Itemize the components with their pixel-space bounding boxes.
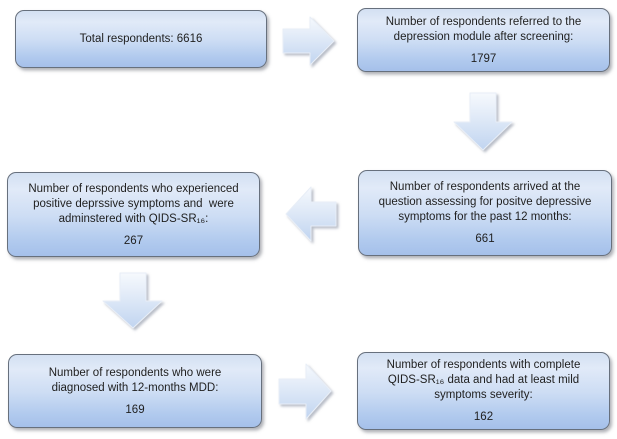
flow-box-arrived-at-assessment-question: Number of respondents arrived at the que… bbox=[358, 170, 612, 256]
flow-box-text: Number of respondents with complete QIDS… bbox=[386, 359, 581, 401]
flow-box-text: Number of respondents who were diagnosed… bbox=[48, 366, 222, 394]
flow-box-diagnosed-12-months-mdd: Number of respondents who were diagnosed… bbox=[8, 354, 262, 428]
arrow-right-icon bbox=[282, 16, 335, 66]
flow-box-total-respondents: Total respondents: 6616 bbox=[15, 10, 267, 68]
flow-box-value: 661 bbox=[475, 233, 495, 245]
arrow-down-icon bbox=[453, 92, 513, 151]
flow-box-value: 169 bbox=[125, 403, 145, 416]
flow-box-value: 1797 bbox=[470, 52, 497, 65]
flow-box-text: Total respondents: 6616 bbox=[79, 32, 203, 45]
flow-box-referred-to-depression-module: Number of respondents referred to the de… bbox=[357, 8, 610, 72]
flow-box-text: Number of respondents who experienced po… bbox=[28, 182, 239, 225]
flow-box-value: 267 bbox=[123, 234, 144, 247]
arrow-right-icon bbox=[278, 363, 332, 420]
flow-box-text: Number of respondents referred to the de… bbox=[385, 15, 582, 43]
flow-box-value: 162 bbox=[473, 411, 494, 423]
flow-box-complete-qids-mild-severity: Number of respondents with complete QIDS… bbox=[357, 352, 610, 430]
flow-box-administered-qids: Number of respondents who experienced po… bbox=[7, 172, 260, 257]
arrow-left-icon bbox=[285, 186, 337, 242]
arrow-down-icon bbox=[102, 272, 163, 329]
flow-box-text: Number of respondents arrived at the que… bbox=[378, 181, 592, 223]
